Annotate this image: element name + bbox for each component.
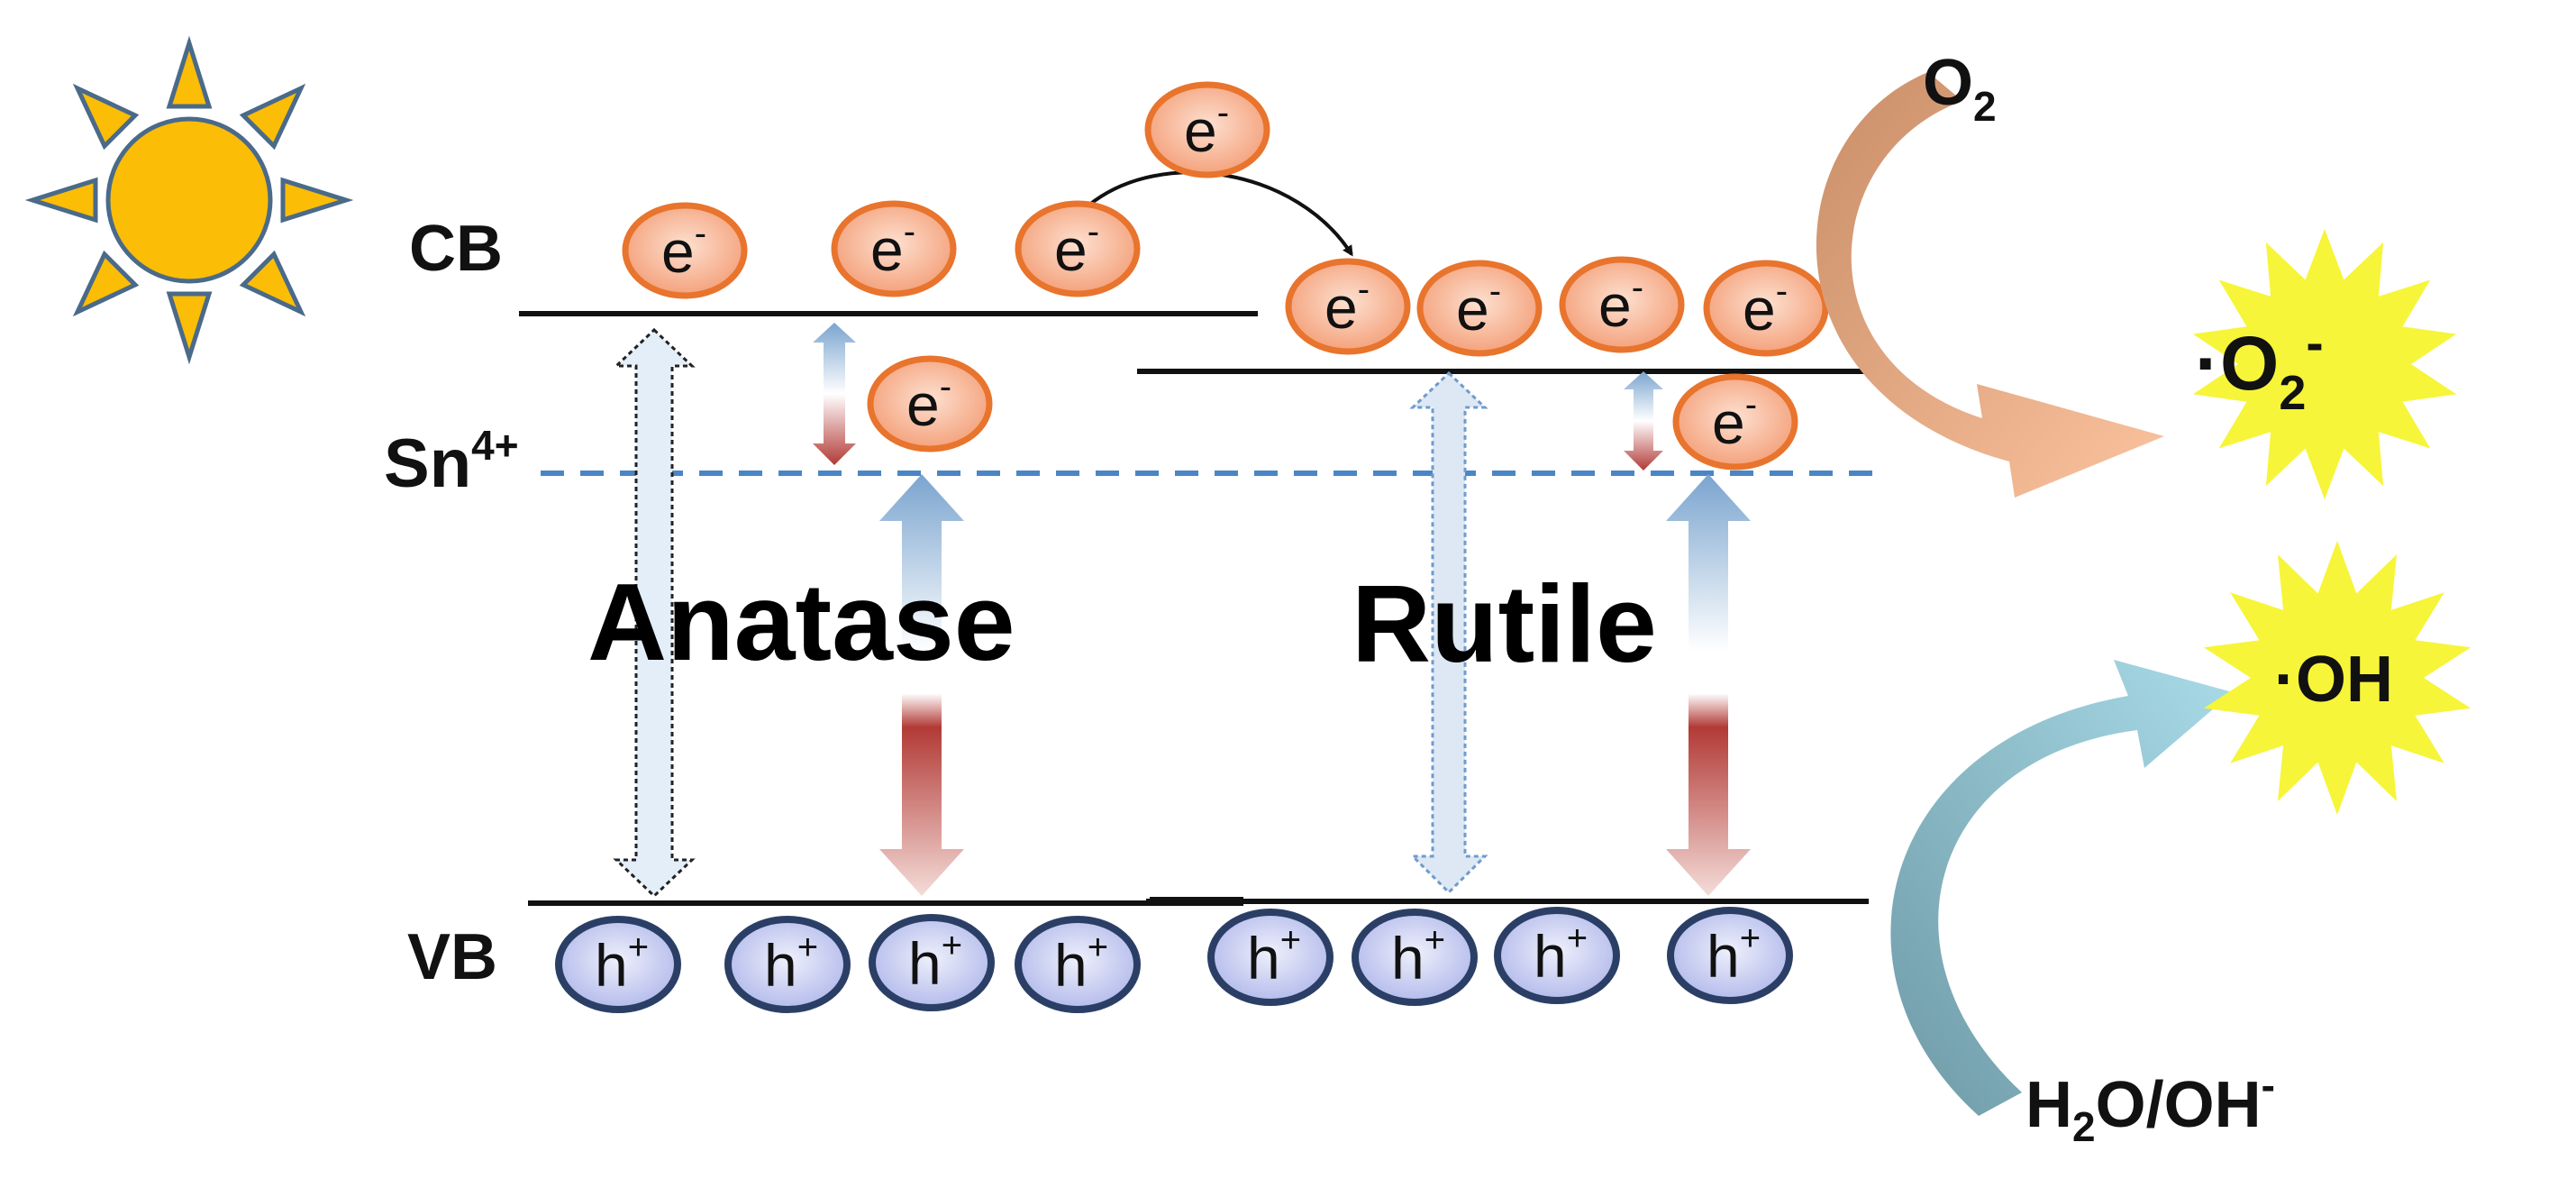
hole: h+ <box>555 916 681 1013</box>
svg-text:e-: e- <box>870 212 915 283</box>
rutile-sn-vb-arrow <box>1666 474 1751 896</box>
o2-reduction-arrow <box>1816 72 2164 498</box>
sun-icon <box>24 35 354 365</box>
electron: e- <box>1672 373 1798 471</box>
sn-level-label: Sn4+ <box>384 422 519 502</box>
electron: e- <box>1144 81 1270 178</box>
cb-label: CB <box>409 213 503 285</box>
water-label: H2O/OH- <box>2025 1062 2275 1150</box>
svg-text:e-: e- <box>1456 271 1501 343</box>
hole: h+ <box>1494 907 1620 1004</box>
superoxide-label: ·O2- <box>2195 314 2324 420</box>
water-oxidation-arrow <box>1890 660 2233 1116</box>
svg-text:h+: h+ <box>908 926 962 997</box>
electron: e- <box>1559 256 1685 353</box>
svg-text:h+: h+ <box>1534 918 1588 990</box>
anatase-gap-arrow <box>613 327 696 899</box>
electron: e- <box>622 202 748 299</box>
hole: h+ <box>869 914 995 1011</box>
o2-label: O2 <box>1923 47 1997 130</box>
charge-carriers: e-e-e-e-e-e-e-e-e-e-h+ h+ h+ h+ h+ h+ h+ h+ <box>555 81 1829 1013</box>
svg-text:e-: e- <box>906 367 951 438</box>
hole: h+ <box>1667 907 1793 1004</box>
electron: e- <box>831 200 957 297</box>
hydroxyl-label: ·OH <box>2274 644 2393 716</box>
svg-text:e-: e- <box>1712 385 1757 456</box>
hole: h+ <box>1015 916 1141 1013</box>
rutile-gap-arrow <box>1409 370 1488 895</box>
anatase-trap-arrow <box>813 323 856 465</box>
electron: e- <box>1015 200 1141 297</box>
electron: e- <box>1416 260 1543 357</box>
hole: h+ <box>724 916 851 1013</box>
rutile-trap-arrow <box>1624 371 1663 471</box>
svg-text:e-: e- <box>661 214 706 285</box>
svg-text:h+: h+ <box>1391 920 1445 992</box>
svg-text:e-: e- <box>1054 212 1099 283</box>
hole: h+ <box>1352 909 1478 1006</box>
anatase-label: Anatase <box>587 561 1015 683</box>
svg-text:e-: e- <box>1324 270 1370 341</box>
superoxide-burst <box>2192 229 2457 499</box>
svg-text:e-: e- <box>1184 93 1229 164</box>
svg-text:h+: h+ <box>595 928 649 999</box>
vb-label: VB <box>407 921 497 993</box>
electron-transfer-arrow <box>1087 170 1353 257</box>
anatase-sn-vb-arrow <box>879 474 964 896</box>
svg-text:h+: h+ <box>1707 918 1761 990</box>
electron: e- <box>1703 260 1829 357</box>
svg-text:e-: e- <box>1598 268 1643 339</box>
electron: e- <box>867 355 993 452</box>
svg-text:e-: e- <box>1743 271 1788 343</box>
svg-text:h+: h+ <box>764 928 818 999</box>
rutile-label: Rutile <box>1352 562 1657 685</box>
electron: e- <box>1285 258 1411 355</box>
hydroxyl-burst <box>2203 541 2471 815</box>
hole: h+ <box>1207 909 1334 1006</box>
svg-text:h+: h+ <box>1054 928 1108 999</box>
svg-text:h+: h+ <box>1247 920 1301 992</box>
